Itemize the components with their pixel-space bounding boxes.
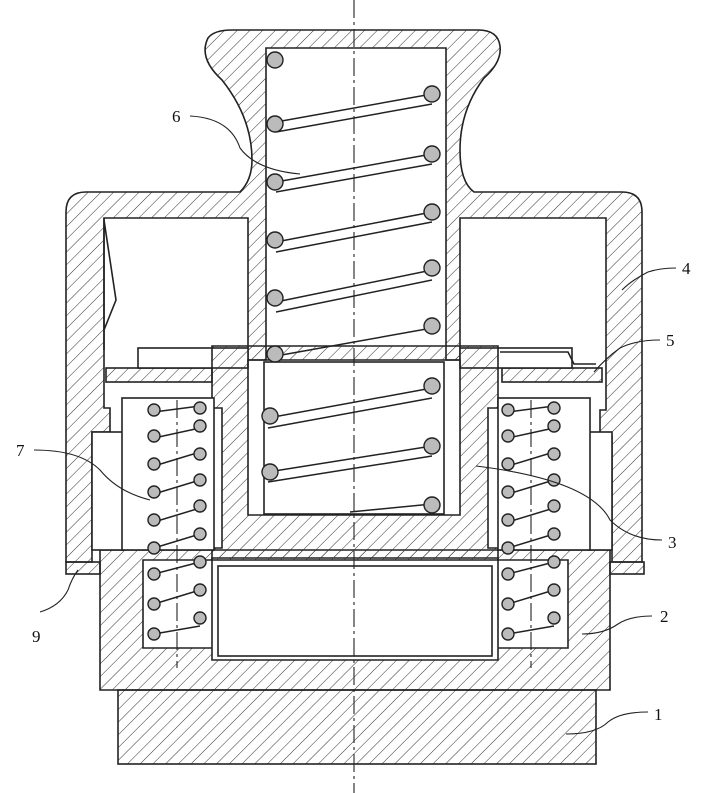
label-6: 6 — [172, 107, 181, 126]
seat-inner-window — [217, 565, 493, 657]
leader-1 — [565, 711, 649, 735]
part-9-ledge-right — [609, 561, 645, 575]
label-2: 2 — [660, 607, 669, 626]
label-5: 5 — [666, 331, 675, 350]
label-7: 7 — [16, 441, 25, 460]
right-spring-sleeve — [497, 397, 591, 551]
leader-4 — [621, 267, 677, 291]
leader-5 — [593, 339, 661, 373]
label-3: 3 — [668, 533, 677, 552]
leader-3 — [475, 465, 663, 541]
label-1: 1 — [654, 705, 663, 724]
plate-right-clip — [500, 351, 596, 365]
part-5-plate-right — [501, 367, 603, 383]
part-5-plate-left — [105, 367, 213, 383]
part-7-left-spring — [147, 400, 207, 668]
part-3-plunger — [211, 345, 499, 561]
part-2-seat-body — [99, 549, 611, 691]
leader-6 — [189, 115, 301, 175]
cap-left-lower-wall — [91, 431, 125, 551]
cap-left-inner-wall — [103, 218, 117, 350]
label-4: 4 — [682, 259, 691, 278]
part-1-base-block — [117, 689, 597, 765]
label-9: 9 — [32, 627, 41, 646]
leader-2 — [581, 615, 653, 635]
leader-7 — [33, 449, 151, 501]
right-small-spring — [501, 400, 561, 668]
part-9-ledge-left — [65, 561, 101, 575]
leader-9 — [39, 569, 79, 613]
cap-right-lower-wall — [587, 431, 613, 551]
